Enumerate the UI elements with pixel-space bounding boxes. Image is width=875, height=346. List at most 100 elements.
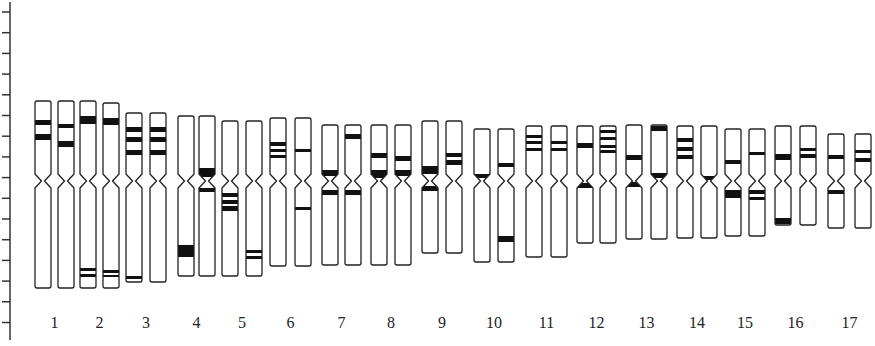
chromosome-number: 7 bbox=[338, 315, 346, 331]
chromosome-outline bbox=[498, 129, 514, 262]
dark-band bbox=[80, 268, 96, 271]
dark-band bbox=[345, 134, 361, 139]
dark-band bbox=[775, 218, 791, 224]
dark-band bbox=[800, 148, 816, 151]
dark-band bbox=[855, 150, 871, 153]
chromosome bbox=[126, 113, 142, 282]
chromosome-body bbox=[828, 134, 844, 228]
dark-band bbox=[725, 190, 741, 194]
chromosome bbox=[701, 126, 717, 238]
chromosome-number: 17 bbox=[842, 315, 858, 331]
dark-band bbox=[126, 127, 142, 132]
chromosome-body bbox=[855, 134, 871, 228]
dark-band bbox=[600, 137, 616, 140]
chromosome-outline bbox=[178, 116, 194, 276]
chromosome bbox=[828, 134, 844, 228]
axis-tick bbox=[2, 156, 10, 158]
chromosome bbox=[246, 121, 262, 276]
dark-band bbox=[677, 155, 693, 159]
chromosome-outline bbox=[526, 126, 542, 257]
axis-tick bbox=[2, 322, 10, 324]
chromosome-number: 10 bbox=[486, 315, 502, 331]
chromosome-outline bbox=[371, 125, 387, 265]
chromosome-outline bbox=[600, 126, 616, 243]
chromosome bbox=[551, 126, 567, 257]
chromosome-body bbox=[701, 126, 717, 238]
chromosome-body bbox=[371, 125, 387, 265]
chromosome bbox=[103, 103, 119, 288]
axis-tick bbox=[2, 53, 10, 55]
chromosome bbox=[178, 116, 194, 276]
axis-tick bbox=[2, 218, 10, 220]
chromosome-number: 4 bbox=[193, 315, 201, 331]
dark-band bbox=[80, 116, 96, 124]
dark-band bbox=[322, 190, 338, 195]
dark-band bbox=[600, 130, 616, 133]
chromosome-body bbox=[322, 125, 338, 265]
dark-band bbox=[103, 270, 119, 273]
chromosome-outline bbox=[322, 125, 338, 265]
dark-band bbox=[222, 200, 238, 204]
chromosome-outline bbox=[395, 125, 411, 265]
axis-tick bbox=[2, 135, 10, 137]
dark-band bbox=[270, 142, 286, 146]
chromosome bbox=[345, 125, 361, 265]
dark-band bbox=[651, 126, 667, 131]
chromosome bbox=[526, 126, 542, 257]
dark-band bbox=[626, 155, 642, 160]
chromosome-body bbox=[246, 121, 262, 276]
chromosome-body bbox=[422, 121, 438, 253]
dark-band bbox=[126, 137, 142, 142]
chromosome-outline bbox=[725, 129, 741, 236]
chromosome bbox=[446, 121, 462, 253]
chromosome bbox=[199, 116, 215, 276]
dark-band bbox=[295, 149, 311, 152]
chromosome-body bbox=[58, 101, 74, 288]
dark-band bbox=[103, 275, 119, 277]
chromosome-number: 9 bbox=[438, 315, 446, 331]
dark-band bbox=[295, 207, 311, 210]
dark-band bbox=[126, 150, 142, 155]
dark-band bbox=[446, 160, 462, 165]
dark-band bbox=[80, 274, 96, 277]
dark-band bbox=[577, 143, 593, 148]
chromosome bbox=[270, 118, 286, 266]
chromosome-number: 2 bbox=[96, 315, 104, 331]
chromosome-body bbox=[35, 101, 51, 288]
chromosome-body bbox=[498, 129, 514, 262]
chromosome-body bbox=[446, 121, 462, 253]
chromosome-body bbox=[577, 126, 593, 243]
chromosome-body bbox=[725, 129, 741, 236]
dark-band bbox=[150, 150, 166, 155]
dark-band bbox=[677, 147, 693, 151]
dark-band bbox=[526, 141, 542, 144]
dark-band bbox=[395, 156, 411, 161]
chromosome-outline bbox=[345, 125, 361, 265]
chromosome bbox=[395, 125, 411, 265]
dark-band bbox=[828, 155, 844, 159]
chromosome bbox=[749, 129, 765, 236]
dark-band bbox=[422, 166, 438, 174]
chromosome-outline bbox=[80, 101, 96, 288]
chromosome-body bbox=[345, 125, 361, 265]
chromosome bbox=[58, 101, 74, 288]
dark-band bbox=[178, 245, 194, 257]
dark-band bbox=[246, 250, 262, 253]
chromosome-outline bbox=[103, 103, 119, 288]
chromosome-body bbox=[222, 121, 238, 276]
chromosome-body bbox=[626, 125, 642, 239]
chromosome-number: 3 bbox=[142, 315, 150, 331]
axis-tick bbox=[2, 301, 10, 303]
chromosome bbox=[775, 126, 791, 225]
chromosome-body bbox=[677, 126, 693, 238]
chromosome bbox=[651, 125, 667, 239]
chromosome-outline bbox=[270, 118, 286, 266]
chromosome-outline bbox=[775, 126, 791, 225]
chromosome bbox=[855, 134, 871, 228]
chromosome-body bbox=[551, 126, 567, 257]
dark-band bbox=[775, 154, 791, 160]
chromosome-outline bbox=[749, 129, 765, 236]
chromosome bbox=[600, 126, 616, 243]
chromosome-outline bbox=[855, 134, 871, 228]
